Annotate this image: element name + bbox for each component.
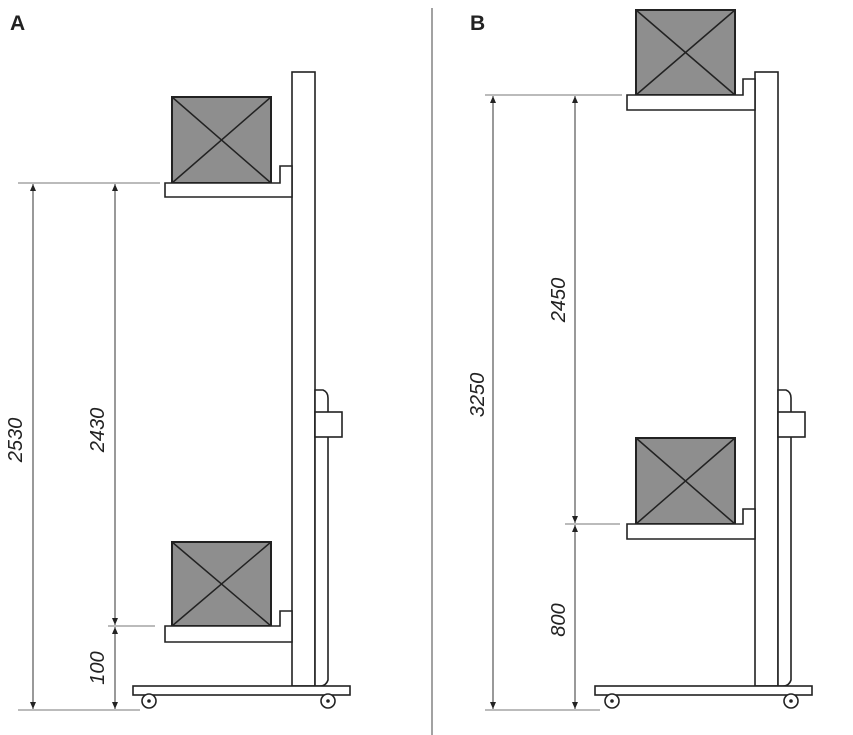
mast <box>754 71 779 687</box>
platform <box>626 78 756 111</box>
dimension-total: 2530 <box>5 418 27 464</box>
dimension-lower: 100 <box>87 651 109 684</box>
mast <box>291 71 316 687</box>
mast-bracket <box>314 411 343 438</box>
base <box>132 685 351 696</box>
platform <box>164 165 293 198</box>
upper-carriage <box>164 96 293 198</box>
dimension-lower: 800 <box>548 603 570 636</box>
platform <box>626 508 756 540</box>
panel-a-label: A <box>10 12 25 35</box>
lower-carriage <box>164 541 293 643</box>
panel-a: A 2530 2430 100 <box>5 12 351 711</box>
lower-carriage <box>626 437 756 540</box>
panel-b: B 3250 2450 800 <box>467 9 813 711</box>
platform <box>164 610 293 643</box>
dimension-upper: 2430 <box>87 408 109 454</box>
upper-carriage <box>626 9 756 111</box>
dimension-total: 3250 <box>467 373 489 418</box>
base <box>594 685 813 696</box>
mast-bracket <box>777 411 806 438</box>
dimension-upper: 2450 <box>548 278 570 324</box>
panel-b-label: B <box>470 12 485 35</box>
